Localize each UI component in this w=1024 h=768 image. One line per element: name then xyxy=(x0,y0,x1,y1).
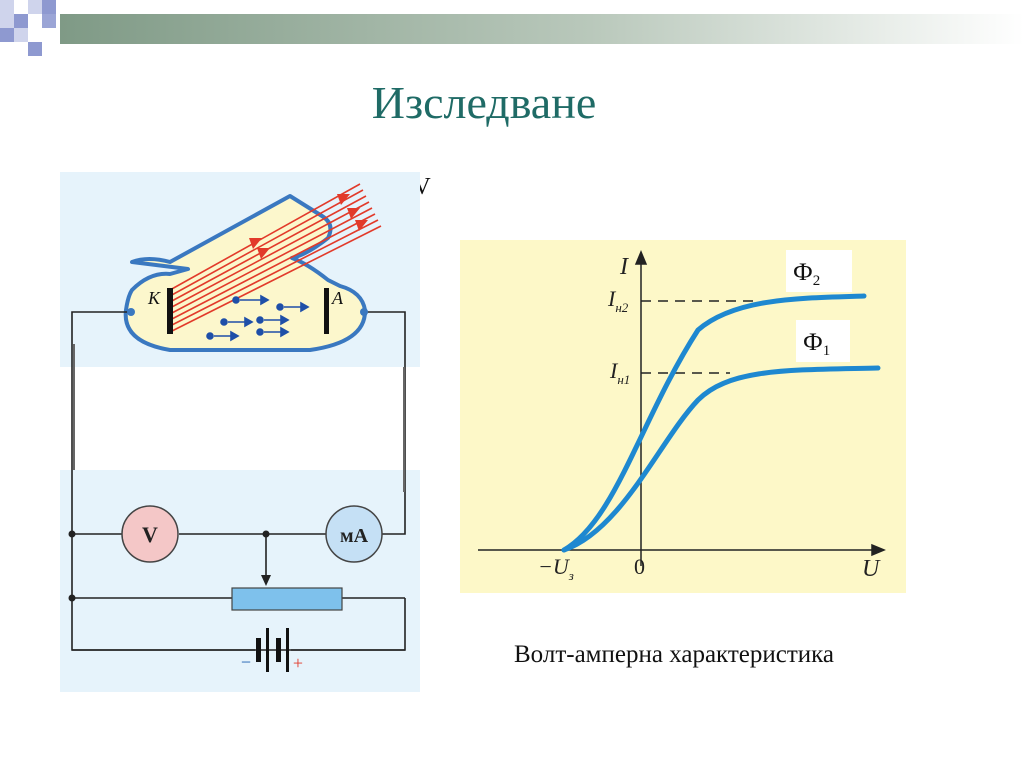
milliammeter-label: мА xyxy=(340,525,369,547)
curve-phi-1-label: Ф1 xyxy=(803,329,830,359)
junction-dots xyxy=(68,530,270,602)
curve-phi-1 xyxy=(561,365,881,553)
curve-phi-2-label: Ф2 xyxy=(793,259,820,289)
graph-axes xyxy=(478,250,886,566)
cathode-plate xyxy=(167,288,173,334)
saturation-current-low-label: Iн1 xyxy=(609,358,630,387)
light-arrowheads xyxy=(249,194,368,259)
curve-phi-2-label-box xyxy=(786,250,852,292)
stopping-voltage-label: −Uз xyxy=(538,554,574,583)
x-axis-label: U xyxy=(862,556,881,582)
saturation-current-high-label: Iн2 xyxy=(607,286,629,315)
graph-caption: Волт-амперна характеристика xyxy=(514,641,835,668)
voltmeter-label: V xyxy=(142,522,158,547)
iv-curves xyxy=(561,293,881,553)
top-banner xyxy=(0,0,1024,56)
milliammeter: мА xyxy=(325,505,383,563)
photocell-circuit-diagram: K A V мА xyxy=(60,172,420,692)
cathode-label: K xyxy=(147,288,161,308)
saturation-dashes xyxy=(641,300,758,374)
origin-label: 0 xyxy=(634,554,645,579)
voltmeter: V xyxy=(121,505,179,563)
circuit-wire-shadows xyxy=(73,344,405,492)
slide-title: Изследване xyxy=(371,77,597,128)
curve-phi-1-label-box xyxy=(796,320,850,362)
battery-plus-label: + xyxy=(293,653,303,673)
tube-terminals xyxy=(127,308,368,316)
anode-plate xyxy=(324,288,329,334)
volt-ampere-graph: I U 0 −Uз Iн2 Iн1 Ф2 Ф1 xyxy=(460,240,906,593)
anode-label: A xyxy=(331,288,344,308)
circuit-wires xyxy=(71,311,406,651)
battery xyxy=(256,628,289,672)
potentiometer xyxy=(231,575,343,611)
battery-minus-label: − xyxy=(241,652,251,672)
curve-phi-2 xyxy=(561,293,867,553)
y-axis-label: I xyxy=(619,254,629,280)
electrons xyxy=(206,294,310,342)
